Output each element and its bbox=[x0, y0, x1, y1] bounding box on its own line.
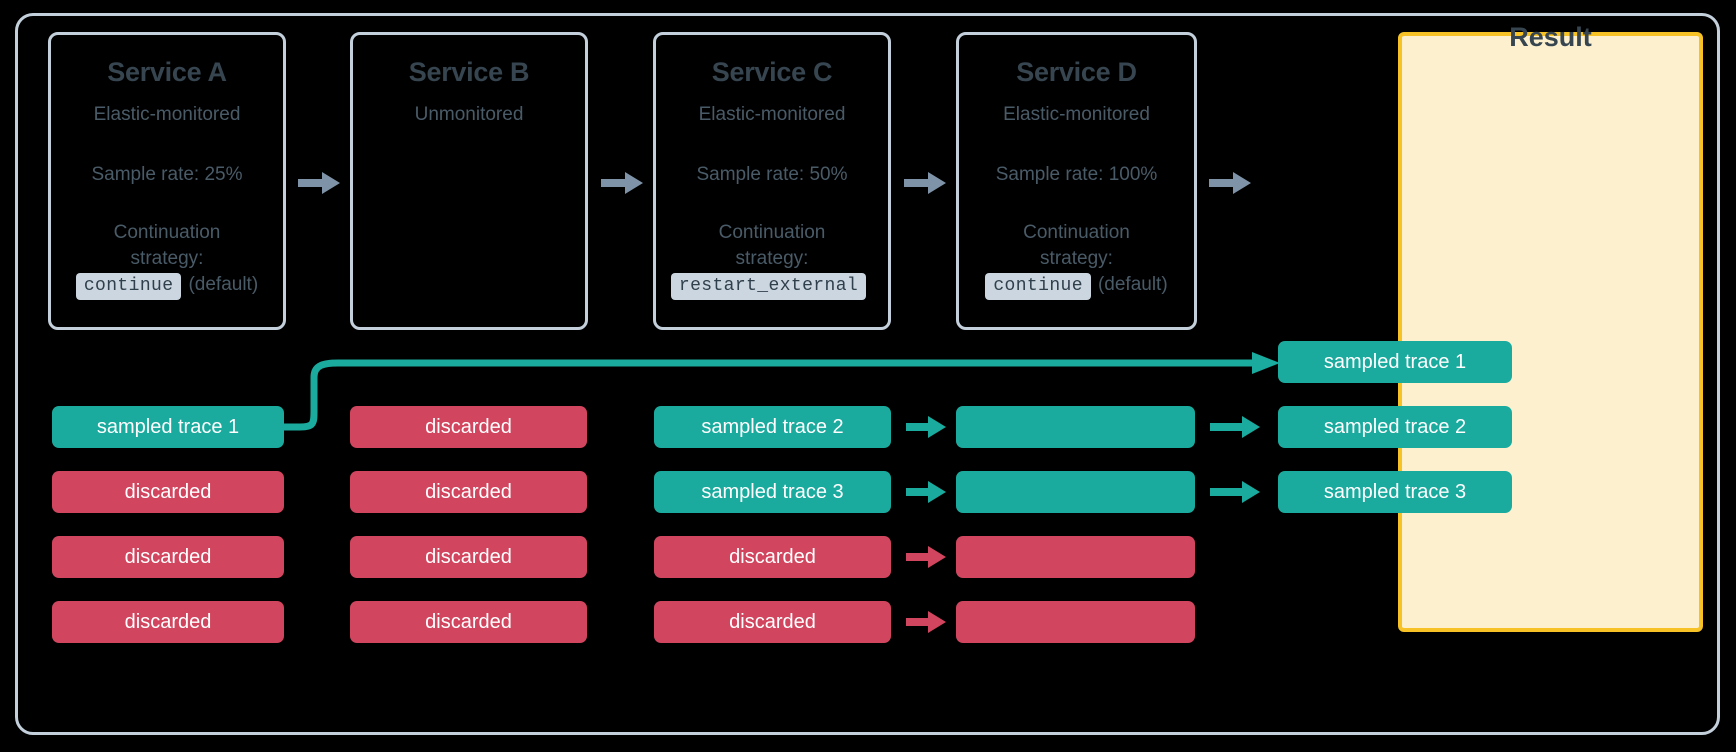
trace-pill-a-4[interactable]: discarded bbox=[52, 601, 284, 643]
result-panel bbox=[1398, 32, 1703, 632]
trace-pill-d-2[interactable] bbox=[956, 471, 1195, 513]
service-box-a: Service A Elastic-monitored Sample rate:… bbox=[48, 32, 286, 330]
service-b-title: Service B bbox=[408, 57, 530, 87]
service-a-strategy-label: Continuation strategy: bbox=[114, 220, 221, 271]
service-d-strategy-row: continue (default) bbox=[985, 273, 1168, 301]
service-c-strategy-line1: Continuation bbox=[718, 222, 826, 243]
trace-pill-b-2[interactable]: discarded bbox=[350, 471, 587, 513]
service-c-title: Service C bbox=[711, 57, 833, 87]
service-c-strategy-label: Continuation strategy: bbox=[719, 220, 826, 271]
service-d-strategy-note: (default) bbox=[1097, 274, 1168, 296]
trace-arrow-d-to-result-2 bbox=[1210, 480, 1260, 504]
service-c-monitoring: Elastic-monitored bbox=[698, 104, 846, 125]
trace-pill-d-1[interactable] bbox=[956, 406, 1195, 448]
service-a-strategy-note: (default) bbox=[188, 274, 259, 296]
trace-pill-d-4[interactable] bbox=[956, 601, 1195, 643]
result-title: Result bbox=[1509, 22, 1592, 52]
bypass-connector-a-to-result bbox=[280, 345, 1290, 445]
trace-pill-a-3[interactable]: discarded bbox=[52, 536, 284, 578]
trace-pill-a-1[interactable]: sampled trace 1 bbox=[52, 406, 284, 448]
result-pill-2[interactable]: sampled trace 2 bbox=[1278, 406, 1512, 448]
service-a-sample-rate: Sample rate: 25% bbox=[91, 164, 243, 185]
service-a-strategy-line1: Continuation bbox=[113, 222, 221, 243]
flow-arrow-c-to-d bbox=[904, 170, 946, 196]
flow-arrow-d-to-result bbox=[1209, 170, 1251, 196]
trace-pill-c-1[interactable]: sampled trace 2 bbox=[654, 406, 891, 448]
result-pill-3[interactable]: sampled trace 3 bbox=[1278, 471, 1512, 513]
trace-pill-d-3[interactable] bbox=[956, 536, 1195, 578]
trace-pill-b-1[interactable]: discarded bbox=[350, 406, 587, 448]
trace-pill-b-4[interactable]: discarded bbox=[350, 601, 587, 643]
service-d-monitoring: Elastic-monitored bbox=[1003, 104, 1150, 125]
service-d-sample-rate: Sample rate: 100% bbox=[995, 164, 1158, 185]
service-d-strategy-label: Continuation strategy: bbox=[1023, 220, 1130, 271]
service-d-strategy-line2: strategy: bbox=[1040, 247, 1113, 269]
trace-arrow-c-to-d-2 bbox=[906, 480, 946, 504]
service-c-sample-rate: Sample rate: 50% bbox=[696, 164, 848, 185]
trace-arrow-c-to-d-3 bbox=[906, 545, 946, 569]
trace-arrow-d-to-result-1 bbox=[1210, 415, 1260, 439]
service-a-monitoring: Elastic-monitored bbox=[93, 104, 241, 125]
trace-pill-c-3[interactable]: discarded bbox=[654, 536, 891, 578]
service-a-strategy-line2: strategy: bbox=[130, 247, 204, 269]
trace-pill-b-3[interactable]: discarded bbox=[350, 536, 587, 578]
service-c-strategy-code: restart_external bbox=[670, 273, 867, 301]
service-d-strategy-line1: Continuation bbox=[1023, 222, 1130, 243]
service-box-d: Service D Elastic-monitored Sample rate:… bbox=[956, 32, 1197, 330]
trace-pill-c-2[interactable]: sampled trace 3 bbox=[654, 471, 891, 513]
result-pill-1[interactable]: sampled trace 1 bbox=[1278, 341, 1512, 383]
service-box-b: Service B Unmonitored bbox=[350, 32, 588, 330]
flow-arrow-a-to-b bbox=[298, 170, 340, 196]
service-box-c: Service C Elastic-monitored Sample rate:… bbox=[653, 32, 891, 330]
service-d-title: Service D bbox=[1016, 57, 1137, 87]
flow-arrow-b-to-c bbox=[601, 170, 643, 196]
service-c-strategy-row: restart_external bbox=[670, 273, 873, 301]
service-a-title: Service A bbox=[107, 57, 227, 87]
service-a-strategy-code: continue bbox=[75, 273, 182, 301]
trace-pill-a-2[interactable]: discarded bbox=[52, 471, 284, 513]
trace-arrow-c-to-d-1 bbox=[906, 415, 946, 439]
trace-pill-c-4[interactable]: discarded bbox=[654, 601, 891, 643]
trace-arrow-c-to-d-4 bbox=[906, 610, 946, 634]
service-a-strategy-row: continue (default) bbox=[75, 273, 259, 301]
service-b-monitoring: Unmonitored bbox=[414, 104, 524, 125]
service-c-strategy-line2: strategy: bbox=[735, 247, 809, 269]
service-d-strategy-code: continue bbox=[985, 273, 1091, 301]
